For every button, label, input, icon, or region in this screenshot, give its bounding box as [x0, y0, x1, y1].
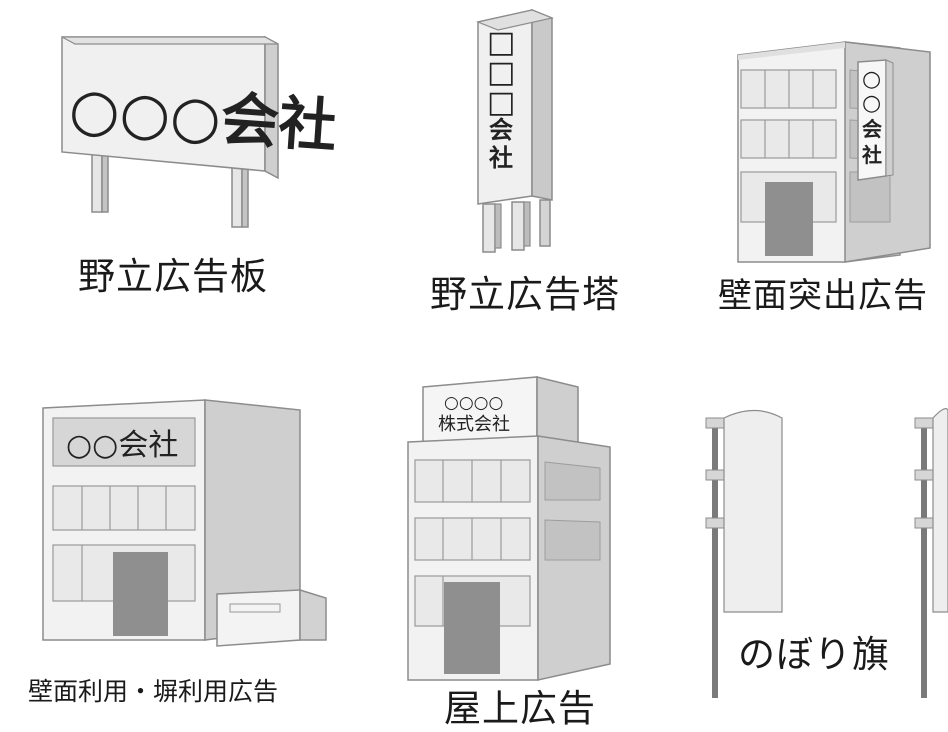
- nobori-flags-illustration: [705, 408, 948, 698]
- projecting-sign-char-2: ○: [862, 91, 881, 116]
- caption-tower: 野立広告塔: [430, 273, 620, 316]
- building-door: [113, 552, 168, 636]
- projecting-sign-building-illustration: ○ ○ 会 社: [737, 41, 931, 263]
- building-door: [444, 582, 500, 674]
- building-door: [765, 182, 813, 256]
- nobori-flag-left: [723, 409, 783, 613]
- caption-wall: 壁面利用・塀利用広告: [28, 677, 279, 706]
- tower-sign-char-4: 会: [489, 116, 513, 144]
- caption-nobori: のぼり旗: [738, 633, 890, 676]
- rooftop-sign-line2: 株式会社: [438, 414, 510, 435]
- rooftop-sign-line1: ○○○○: [444, 393, 503, 413]
- tower-sign-char-3: □: [487, 85, 515, 120]
- tower-illustration: □ □ □ 会 社: [475, 8, 555, 253]
- projecting-sign-char-1: ○: [862, 67, 881, 92]
- nobori-pole-left: [712, 418, 718, 698]
- rooftop-sign-building-illustration: ○○○○ 株式会社: [407, 376, 611, 681]
- wall-sign-panel: [52, 417, 196, 467]
- caption-rooftop: 屋上広告: [444, 687, 596, 730]
- projecting-sign-char-4: 社: [861, 143, 882, 167]
- tower-sign-char-2: □: [487, 55, 515, 90]
- wall-sign-text: ○○会社: [66, 428, 178, 463]
- caption-billboard: 野立広告板: [78, 255, 268, 298]
- nobori-flag-right: [932, 408, 948, 613]
- projecting-sign-char-3: 会: [862, 117, 882, 141]
- wall-sign-building-illustration: ○○会社: [42, 399, 327, 647]
- caption-projecting: 壁面突出広告: [718, 276, 928, 316]
- billboard-illustration: ○○○会社: [61, 35, 339, 228]
- nobori-pole-right: [921, 418, 927, 698]
- fence-sign: [216, 589, 301, 647]
- tower-sign-char-1: □: [487, 25, 515, 60]
- tower-sign-char-5: 社: [489, 144, 513, 172]
